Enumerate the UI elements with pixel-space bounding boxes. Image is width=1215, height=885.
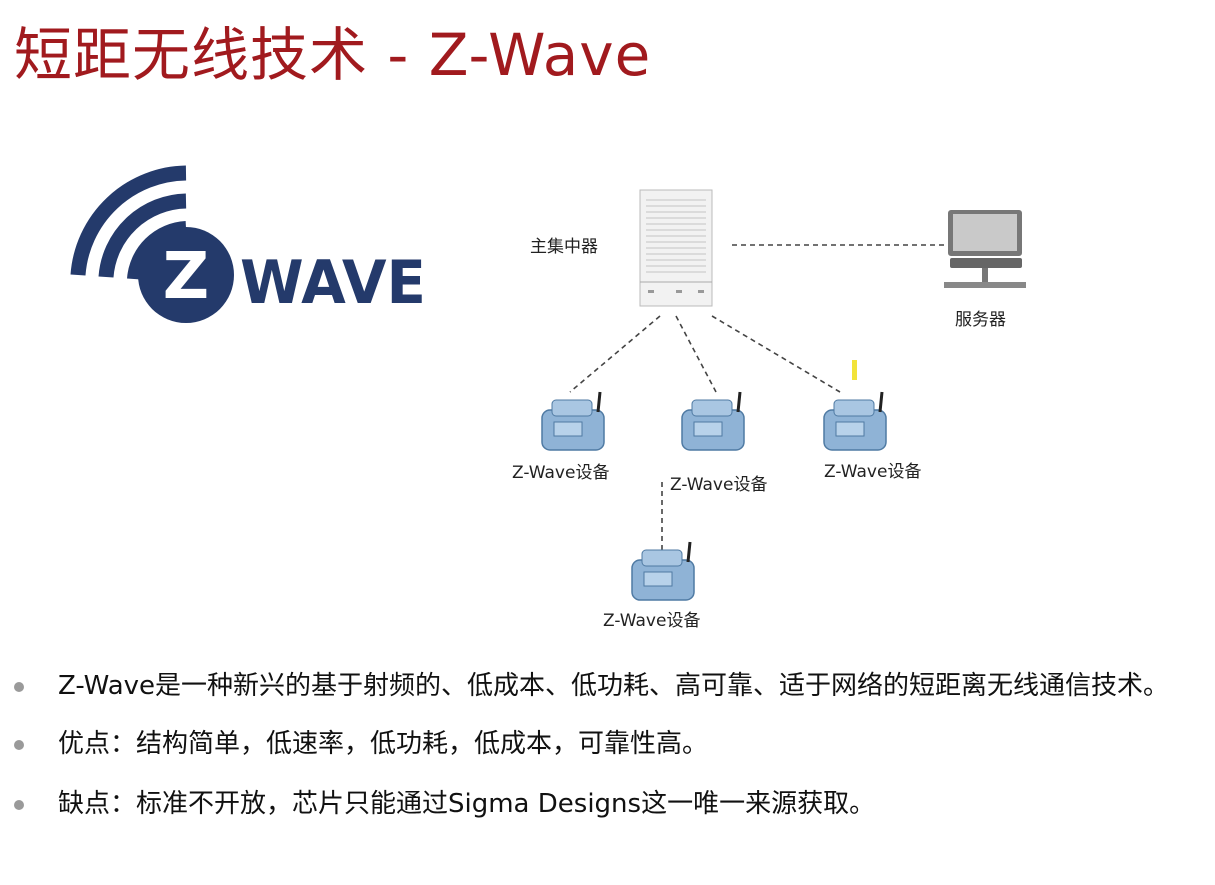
zwave-device-icon-2 <box>681 391 745 451</box>
link-hub-device3 <box>711 315 841 393</box>
wave-text: WAVE <box>240 248 426 318</box>
bullet-text-pros: 优点：结构简单，低速率，低功耗，低成本，可靠性高。 <box>58 729 709 759</box>
bullet-item: Z-Wave是一种新兴的基于射频的、低成本、低功耗、高可靠、适于网络的短距离无线… <box>10 660 1210 712</box>
link-hub-device1 <box>569 315 661 393</box>
hub-icon <box>639 189 713 307</box>
device-label-4: Z-Wave设备 <box>603 611 701 631</box>
zwave-device-icon-4 <box>631 541 695 601</box>
z-circle <box>138 227 234 323</box>
bullet-item: 优点：结构简单，低速率，低功耗，低成本，可靠性高。 <box>10 718 1210 770</box>
server-label: 服务器 <box>955 310 1006 330</box>
hub-label: 主集中器 <box>530 237 598 257</box>
signal-arc-middle <box>98 193 187 278</box>
link-hub-device2 <box>675 315 717 393</box>
bullet-dot <box>14 740 24 750</box>
device-label-2: Z-Wave设备 <box>670 475 768 495</box>
network-diagram <box>541 189 1026 601</box>
slide-title: 短距无线技术 - Z-Wave <box>14 21 652 89</box>
signal-arc-outer <box>70 165 187 276</box>
z-letter: Z <box>163 240 209 314</box>
bullet-item: 缺点：标准不开放，芯片只能通过Sigma Designs这一唯一来源获取。 <box>10 778 1210 830</box>
server-computer-icon <box>944 210 1026 288</box>
device-label-3: Z-Wave设备 <box>824 462 922 482</box>
zwave-logo: Z WAVE <box>70 165 426 323</box>
yellow-marker <box>852 360 857 380</box>
bullet-dot <box>14 682 24 692</box>
bullet-list: Z-Wave是一种新兴的基于射频的、低成本、低功耗、高可靠、适于网络的短距离无线… <box>10 660 1210 830</box>
bullet-text-cons: 缺点：标准不开放，芯片只能通过Sigma Designs这一唯一来源获取。 <box>58 789 876 819</box>
device-label-1: Z-Wave设备 <box>512 463 610 483</box>
zwave-device-icon-3 <box>823 391 887 451</box>
bullet-text-definition: Z-Wave是一种新兴的基于射频的、低成本、低功耗、高可靠、适于网络的短距离无线… <box>58 671 1170 701</box>
zwave-device-icon-1 <box>541 391 605 451</box>
bullet-dot <box>14 800 24 810</box>
